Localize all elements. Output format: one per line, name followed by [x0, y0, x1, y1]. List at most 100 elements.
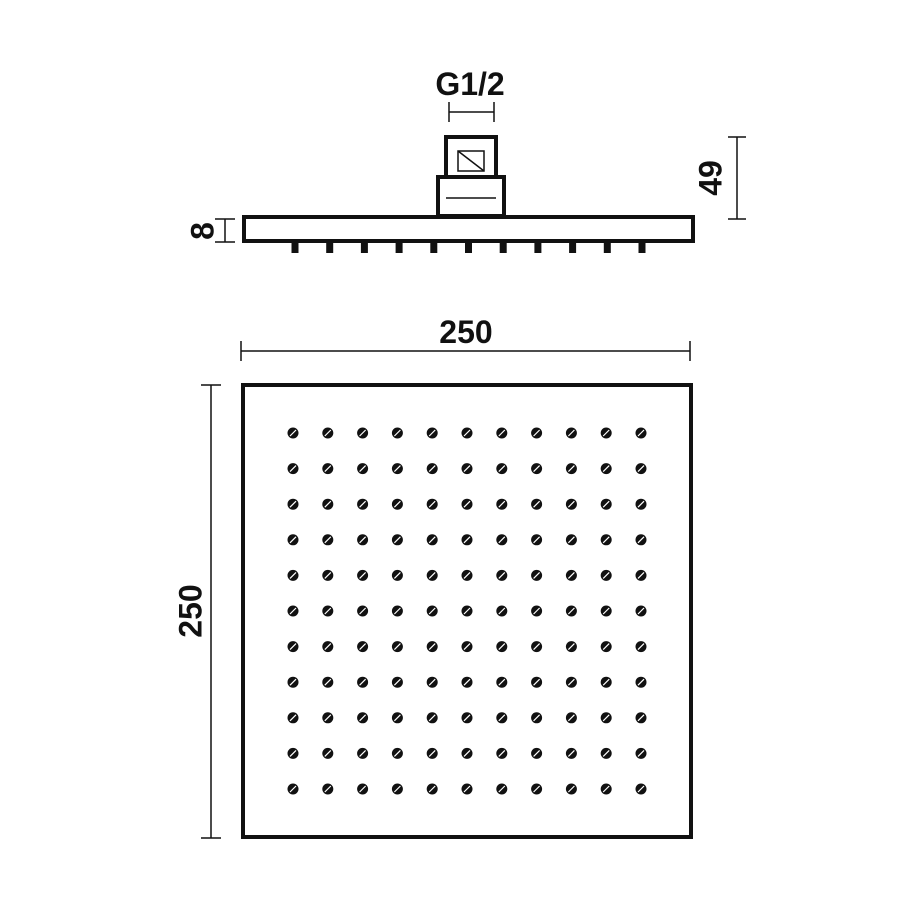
nozzle-grid [287, 427, 647, 795]
nozzle [426, 569, 438, 581]
nozzle [565, 605, 577, 617]
thickness-label: 8 [184, 222, 220, 240]
nozzle [357, 747, 369, 759]
nozzle [322, 641, 334, 653]
nozzle [531, 605, 543, 617]
nozzle [565, 534, 577, 546]
nozzle [391, 605, 403, 617]
nozzle [531, 534, 543, 546]
nozzle [357, 605, 369, 617]
nozzle [531, 747, 543, 759]
side-nozzle [360, 243, 368, 253]
nozzle [600, 783, 612, 795]
nozzle [531, 641, 543, 653]
nozzle [496, 427, 508, 439]
nozzle [565, 676, 577, 688]
nozzle [287, 676, 299, 688]
nozzle [461, 534, 473, 546]
height-label: 49 [692, 160, 728, 196]
nozzle [287, 534, 299, 546]
side-nozzle [430, 243, 438, 253]
nozzle [565, 783, 577, 795]
nozzle [357, 712, 369, 724]
nozzle [531, 676, 543, 688]
plan-height-dimension [201, 384, 221, 839]
nozzle [391, 463, 403, 475]
nozzle [287, 712, 299, 724]
nozzle [357, 427, 369, 439]
nozzle [461, 747, 473, 759]
nozzle [426, 463, 438, 475]
nozzle [565, 712, 577, 724]
nozzle [565, 641, 577, 653]
nozzle [600, 427, 612, 439]
nozzle [496, 747, 508, 759]
nozzle [635, 676, 647, 688]
width-label: 250 [439, 314, 492, 350]
side-nozzles [291, 243, 646, 253]
nozzle [531, 498, 543, 510]
nozzle [461, 605, 473, 617]
nozzle [322, 676, 334, 688]
nozzle [531, 712, 543, 724]
side-nozzle [465, 243, 472, 253]
nozzle [322, 712, 334, 724]
nozzle [391, 641, 403, 653]
nozzle [391, 569, 403, 581]
nozzle [565, 427, 577, 439]
nozzle [635, 498, 647, 510]
nozzle [496, 783, 508, 795]
nozzle [287, 427, 299, 439]
side-nozzle [395, 243, 403, 253]
nozzle [531, 569, 543, 581]
nozzle [426, 498, 438, 510]
nozzle [565, 463, 577, 475]
nozzle [531, 463, 543, 475]
nozzle [461, 712, 473, 724]
nozzle [426, 605, 438, 617]
nozzle [322, 463, 334, 475]
width-dimension [240, 341, 691, 361]
nozzle [461, 569, 473, 581]
nozzle [635, 534, 647, 546]
nozzle [287, 641, 299, 653]
connection-size-label: G1/2 [435, 66, 504, 102]
plan-view: 250 250 [172, 314, 693, 839]
nozzle [426, 641, 438, 653]
nozzle [391, 534, 403, 546]
nozzle [322, 605, 334, 617]
nozzle [461, 463, 473, 475]
nozzle [461, 427, 473, 439]
nozzle [287, 498, 299, 510]
nozzle [357, 569, 369, 581]
nozzle [635, 605, 647, 617]
nozzle [600, 605, 612, 617]
shower-plate-plan [241, 383, 693, 839]
side-nozzle [534, 243, 542, 253]
nozzle [496, 605, 508, 617]
nozzle [496, 569, 508, 581]
nozzle [287, 783, 299, 795]
nozzle [357, 783, 369, 795]
nozzle [322, 783, 334, 795]
nozzle [496, 534, 508, 546]
nozzle [565, 498, 577, 510]
nozzle [600, 676, 612, 688]
nozzle [531, 427, 543, 439]
nozzle [600, 641, 612, 653]
nozzle [600, 747, 612, 759]
nozzle [287, 605, 299, 617]
nozzle [635, 783, 647, 795]
nozzle [287, 463, 299, 475]
nozzle [635, 641, 647, 653]
nozzle [391, 712, 403, 724]
nozzle [426, 747, 438, 759]
nozzle [322, 534, 334, 546]
nozzle [496, 676, 508, 688]
nozzle [461, 783, 473, 795]
nozzle [565, 747, 577, 759]
nozzle [600, 569, 612, 581]
nozzle [635, 427, 647, 439]
nozzle [391, 783, 403, 795]
